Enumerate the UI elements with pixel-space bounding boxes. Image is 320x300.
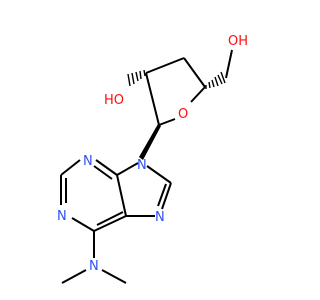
structure-svg: OH HO O N N N N N xyxy=(57,34,248,284)
nitrogen-atom-n3: N xyxy=(83,154,93,169)
stereo-wedge-c1-n9 xyxy=(139,124,161,160)
nitrogen-atom-amine: N xyxy=(89,259,99,274)
stereo-hash-c4-ch2 xyxy=(205,71,226,89)
bond-c4-n3 xyxy=(95,159,118,176)
bond-c3-c4 xyxy=(183,57,206,88)
nitrogen-atom-n7: N xyxy=(155,210,165,225)
bond-c6-c5-double xyxy=(96,211,124,226)
bond-n-methyl-left xyxy=(61,269,87,284)
molecule-drawing: OH HO O N N N N N xyxy=(57,34,248,284)
bond-c4-o-ring xyxy=(190,86,206,103)
bond-n3-c2 xyxy=(60,159,81,176)
bond-n-methyl-right xyxy=(101,269,127,284)
oxygen-atom-hydroxyl-top: OH xyxy=(228,34,248,49)
bond-o-ring-c1 xyxy=(158,118,176,126)
bond-c2-c3 xyxy=(145,57,185,74)
oxygen-atom-ring: O xyxy=(178,107,188,122)
bond-c8-n7-double xyxy=(157,183,167,207)
oxygen-atom-hydroxyl-left: HO xyxy=(104,93,124,108)
nitrogen-atom-n1: N xyxy=(57,209,67,224)
bond-c1-c2 xyxy=(145,72,160,126)
stereo-hash-c2-ho xyxy=(127,69,146,87)
bond-ch2-oh xyxy=(225,49,233,79)
bond-n9-c8 xyxy=(146,165,172,184)
bond-c8-n7 xyxy=(161,182,172,210)
bond-c4-n9 xyxy=(116,162,139,176)
bond-c5-c4 xyxy=(116,174,127,217)
bond-n1-c6 xyxy=(71,217,95,232)
bond-c6-c5 xyxy=(93,215,127,232)
bond-c4-n3-double xyxy=(93,165,113,180)
nitrogen-atom-n9: N xyxy=(137,158,147,173)
